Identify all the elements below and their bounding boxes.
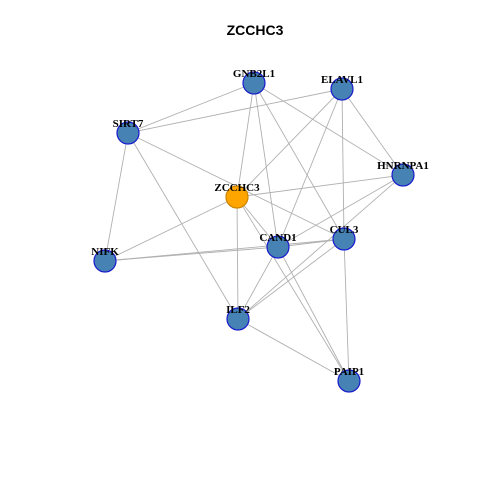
node-gnb2l1: GNB2L1 (233, 68, 275, 95)
edge-sirt7-nifk (104, 132, 129, 262)
edge-gnb2l1-zcchc3 (236, 82, 255, 198)
node-label-gnb2l1: GNB2L1 (233, 68, 275, 80)
node-ilf2: ILF2 (226, 304, 250, 331)
node-hnrnpa1: HNRNPA1 (377, 160, 429, 187)
node-label-zcchc3: ZCCHC3 (214, 182, 260, 194)
edge-elavl1-sirt7 (127, 88, 343, 134)
diagram-title: ZCCHC3 (227, 22, 284, 38)
node-circle-hnrnpa1 (391, 163, 415, 187)
node-label-sirt7: SIRT7 (113, 118, 144, 130)
node-zcchc3: ZCCHC3 (214, 182, 260, 209)
edge-gnb2l1-sirt7 (127, 82, 255, 134)
node-circle-ilf2 (226, 307, 250, 331)
edge-cul3-paip1 (343, 238, 350, 382)
edge-elavl1-hnrnpa1 (341, 88, 404, 176)
edge-hnrnpa1-ilf2 (237, 174, 404, 320)
node-cul3: CUL3 (330, 224, 359, 251)
node-circle-elavl1 (330, 77, 354, 101)
node-paip1: PAIP1 (334, 366, 364, 393)
edge-zcchc3-ilf2 (236, 196, 239, 320)
edge-sirt7-ilf2 (127, 132, 239, 320)
edge-cul3-nifk (104, 238, 345, 262)
node-circle-paip1 (337, 369, 361, 393)
node-circle-cul3 (332, 227, 356, 251)
node-label-ilf2: ILF2 (226, 304, 250, 316)
edge-hnrnpa1-cand1 (277, 174, 404, 248)
edge-elavl1-cul3 (341, 88, 345, 240)
edge-cand1-ilf2 (237, 246, 279, 320)
node-nifk: NIFK (91, 246, 119, 273)
node-label-hnrnpa1: HNRNPA1 (377, 160, 429, 172)
node-circle-cand1 (266, 235, 290, 259)
edge-cul3-ilf2 (237, 238, 345, 320)
edge-cand1-paip1 (277, 246, 350, 382)
node-circle-sirt7 (116, 121, 140, 145)
edge-elavl1-cand1 (277, 88, 343, 248)
node-elavl1: ELAVL1 (321, 74, 363, 101)
edge-gnb2l1-cand1 (253, 82, 279, 248)
node-label-nifk: NIFK (91, 246, 119, 258)
node-cand1: CAND1 (259, 232, 297, 259)
node-circle-gnb2l1 (242, 71, 266, 95)
node-label-paip1: PAIP1 (334, 366, 364, 378)
edge-gnb2l1-cul3 (253, 82, 345, 240)
edge-gnb2l1-hnrnpa1 (253, 82, 404, 176)
edge-zcchc3-nifk (104, 196, 238, 262)
node-label-cul3: CUL3 (330, 224, 359, 236)
node-sirt7: SIRT7 (113, 118, 144, 145)
node-circle-zcchc3 (225, 185, 249, 209)
edge-hnrnpa1-zcchc3 (236, 174, 404, 198)
node-label-cand1: CAND1 (259, 232, 296, 244)
edge-ilf2-paip1 (237, 318, 350, 382)
edge-zcchc3-paip1 (236, 196, 350, 382)
node-circle-nifk (93, 249, 117, 273)
node-label-elavl1: ELAVL1 (321, 74, 363, 86)
edge-elavl1-zcchc3 (236, 88, 343, 198)
